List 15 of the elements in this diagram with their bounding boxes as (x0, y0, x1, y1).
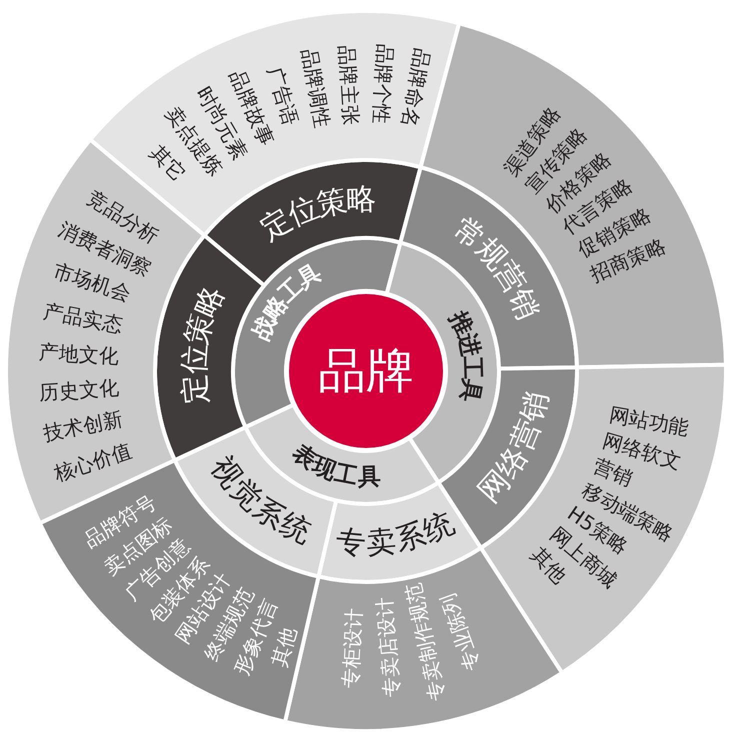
segment-label: 定位策略 (176, 280, 231, 406)
list-item: 专卖店设计 (374, 596, 402, 698)
list-item: 技术创新 (42, 408, 125, 444)
list-item: 其他 (268, 625, 300, 670)
list-item: 品牌命名 (399, 47, 433, 130)
segment-label: 战略工具 (248, 260, 326, 344)
list-item: 专柜设计 (339, 607, 364, 688)
list-item: 产地文化 (38, 342, 120, 366)
list-item: 品牌主张 (336, 44, 362, 126)
center-label: 品牌 (318, 347, 414, 395)
segment-label: 定位策略 (254, 181, 377, 248)
list-item: 品牌个性 (370, 44, 395, 125)
list-item: 品牌调性 (298, 47, 333, 130)
list-item: 历史文化 (38, 378, 120, 403)
segment-label: 专卖系统 (334, 504, 460, 562)
